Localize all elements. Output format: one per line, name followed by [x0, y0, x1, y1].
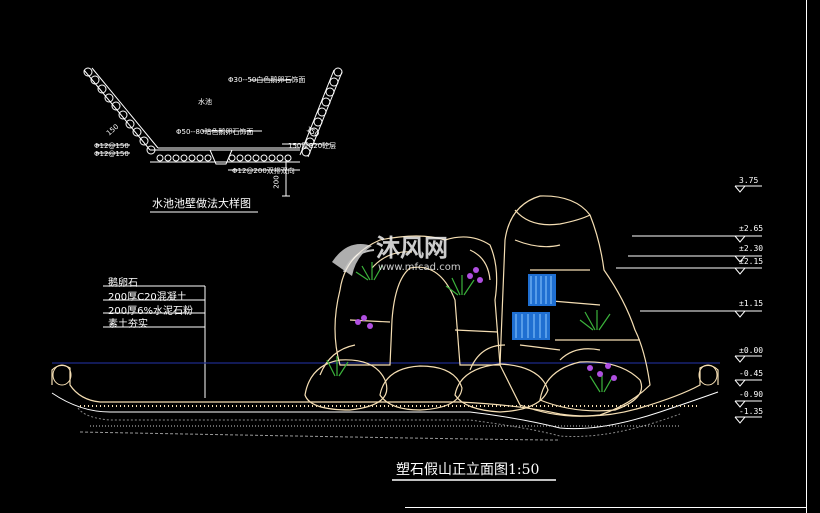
pebble-chain-right: [301, 67, 343, 157]
elevation-label-4: ±2.15: [739, 257, 764, 266]
elevation-label-1: 3.75: [739, 176, 759, 185]
detail-note-slab: 150厚C20砼层: [288, 142, 337, 150]
elevation-label-3: ±2.30: [739, 244, 764, 253]
elevation-label-7: -0.45: [739, 369, 764, 378]
layer-item-3: 200厚6%水泥石粉: [108, 306, 193, 317]
layer-item-1: 鹅卵石: [108, 278, 138, 289]
elevation-label-6: ±0.00: [739, 346, 764, 355]
frame-right-border: [806, 0, 807, 513]
detail-left-note-1: Φ12@150: [94, 142, 129, 150]
rockery: [304, 195, 651, 417]
layer-item-2: 200厚C20混凝土: [108, 292, 187, 303]
detail-note-mid: Φ50--80暗色鹅卵石饰面: [176, 128, 254, 136]
elevation-lines: [616, 185, 762, 424]
watermark-logo-icon: [332, 244, 375, 276]
frame-bottom-border: [405, 507, 807, 508]
pebble-chain-bottom: [156, 154, 292, 162]
elevation-label-9: -1.35: [739, 407, 764, 416]
ground-section: [51, 362, 720, 441]
detail-note-rebar: Φ12@200双排双向: [232, 167, 295, 175]
elevation-label-5: ±1.15: [739, 299, 764, 308]
elevation-label-2: ±2.65: [739, 224, 764, 233]
pool-wall-detail: [83, 67, 343, 197]
watermark-brand: 沐风网: [376, 234, 448, 262]
detail-pool-label: 水池: [198, 98, 212, 106]
flowers: [355, 267, 617, 381]
detail-note-top: Φ30--50白色鹅卵石饰面: [228, 76, 306, 84]
layer-callout: [103, 285, 206, 398]
main-title: 塑石假山正立面图1:50: [396, 462, 540, 478]
detail-dim-200: 200: [272, 175, 281, 189]
detail-left-note-2: Φ12@150: [94, 150, 129, 158]
watermark-url: www.mfcad.com: [378, 262, 461, 273]
pebble-chain-left: [83, 67, 156, 155]
layer-item-4: 素土夯实: [108, 319, 148, 330]
detail-title: 水池池壁做法大样图: [152, 197, 251, 210]
elevation-label-8: -0.90: [739, 390, 764, 399]
waterfalls: [512, 274, 556, 340]
